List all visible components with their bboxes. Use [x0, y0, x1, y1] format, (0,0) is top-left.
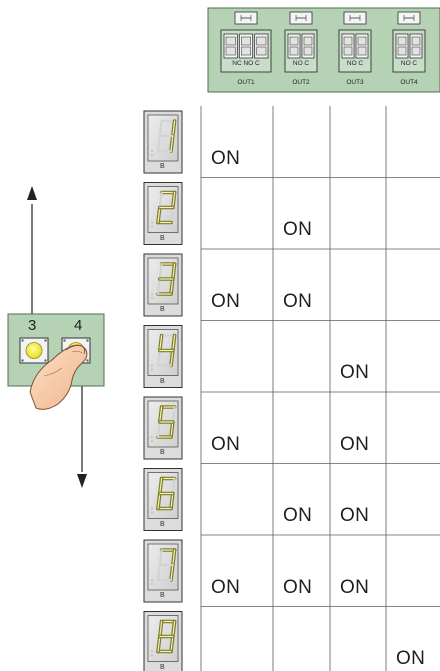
display-suffix-label: B	[160, 520, 165, 528]
segment-f	[158, 119, 163, 138]
button-panel	[7, 313, 105, 410]
state-on-r7-out2: ON	[283, 576, 313, 598]
display-suffix-label: B	[160, 663, 165, 671]
state-on-r3-out1: ON	[211, 290, 241, 312]
segment-f	[158, 548, 163, 567]
terminal-pin-labels-4: NO C	[400, 60, 418, 67]
button-4-label: 4	[74, 317, 83, 334]
state-on-r2-out2: ON	[283, 219, 313, 240]
seven-segment-display-7	[143, 539, 183, 603]
seven-segment-display-4	[143, 325, 183, 388]
state-on-r1-out1: ON	[211, 147, 241, 169]
output-label-4: OUT4	[400, 79, 418, 86]
seven-segment-display-5	[143, 396, 183, 460]
state-on-r5-out3: ON	[340, 433, 370, 455]
output-label-3: OUT3	[346, 79, 364, 86]
state-on-r7-out1: ON	[211, 576, 241, 598]
segment-e	[156, 420, 161, 439]
segment-b	[171, 405, 176, 424]
button-3-led-icon	[25, 342, 43, 359]
state-table-grid	[200, 106, 440, 671]
display-suffix-label: B	[160, 306, 165, 313]
seven-segment-display-6	[143, 468, 183, 531]
display-suffix-label: B	[160, 163, 165, 170]
seven-segment-display-3	[143, 253, 183, 317]
state-on-r4-out3: ON	[340, 362, 370, 383]
seven-segment-display-8	[143, 611, 183, 671]
output-label-2: OUT2	[292, 79, 310, 86]
terminal-block-3	[338, 11, 372, 73]
segment-c	[169, 206, 174, 224]
display-suffix-label: B	[160, 377, 165, 385]
segment-e	[156, 563, 161, 582]
state-on-r7-out3: ON	[340, 576, 370, 598]
display-suffix-label: B	[160, 592, 165, 599]
button-3-label: 3	[28, 317, 37, 334]
state-on-r3-out2: ON	[283, 290, 313, 312]
terminal-block-4	[392, 11, 426, 73]
scroll-arrows	[27, 186, 87, 488]
segment-f	[158, 262, 163, 281]
segment-e	[156, 277, 161, 296]
state-on-r6-out3: ON	[340, 505, 370, 526]
segment-e	[156, 349, 161, 367]
seven-segment-display-1	[143, 110, 183, 174]
arrow-down-icon	[77, 474, 87, 488]
terminal-pin-labels-1: NC NO C	[232, 60, 260, 67]
arrow-up-icon	[27, 186, 37, 200]
terminal-pin-labels-2: NO C	[292, 60, 310, 67]
state-on-r5-out1: ON	[211, 433, 241, 455]
segment-e	[156, 134, 161, 153]
terminal-block-1	[220, 11, 272, 73]
state-on-r8-out4: ON	[396, 648, 426, 669]
state-on-r6-out2: ON	[283, 505, 313, 526]
segment-b	[171, 477, 176, 495]
terminal-block-2	[284, 11, 318, 73]
display-suffix-label: B	[160, 449, 165, 456]
display-suffix-label: B	[160, 234, 165, 242]
output-label-1: OUT1	[237, 79, 255, 86]
pointing-finger-icon	[29, 344, 88, 410]
button-3[interactable]	[19, 337, 49, 364]
output-terminal-panel	[207, 7, 440, 93]
segment-f	[158, 191, 163, 209]
terminal-pin-labels-3: NO C	[346, 60, 364, 67]
seven-segment-display-2	[143, 182, 183, 245]
display-column	[143, 110, 183, 671]
